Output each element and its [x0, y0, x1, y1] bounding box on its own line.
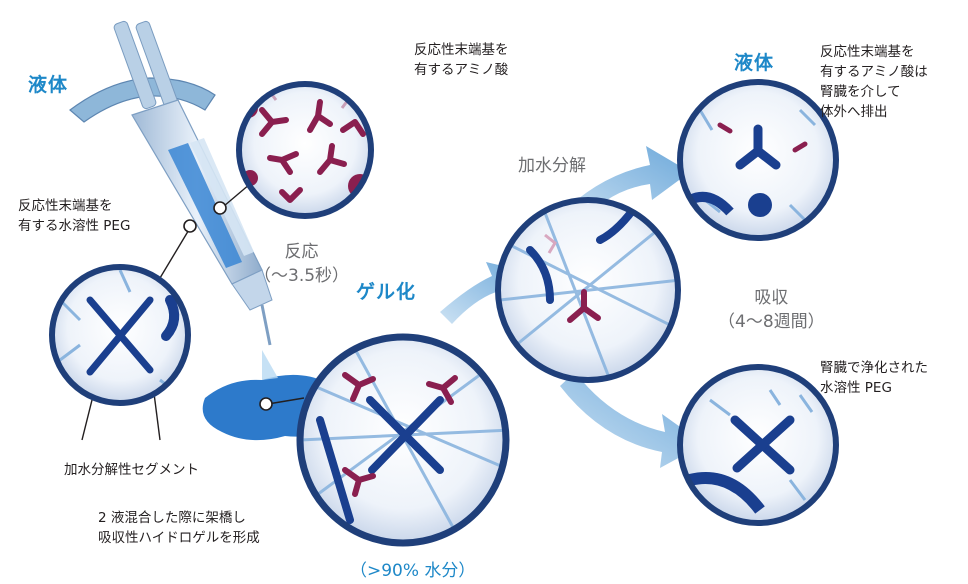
- circle-liquid-amino: [677, 79, 839, 241]
- circle-gel-network: [296, 333, 510, 547]
- marker-peg: [183, 219, 197, 233]
- label-hydrolysis: 加水分解: [518, 156, 586, 176]
- circle-purified-peg: [677, 364, 839, 526]
- syringe: [69, 20, 273, 346]
- label-absorption: 吸収 （4～8週間）: [718, 288, 825, 332]
- marker-gel: [259, 397, 273, 411]
- label-peg: 反応性末端基を 有する水溶性 PEG: [18, 198, 131, 234]
- circle-amino-acid: [236, 81, 374, 219]
- label-liquid-left: 液体: [28, 74, 69, 96]
- arrow-network-to-peg: [560, 372, 704, 468]
- label-hydrolyzable-segment: 加水分解性セグメント: [64, 462, 199, 478]
- label-gelation: ゲル化: [356, 281, 417, 303]
- marker-amino: [213, 201, 227, 215]
- circle-hydrolysis: [495, 197, 681, 383]
- label-crosslink-note: 2 液混合した際に架橋し 吸収性ハイドロゲルを形成: [98, 510, 260, 546]
- label-purified-peg: 腎臓で浄化された 水溶性 PEG: [820, 360, 928, 396]
- label-amino-acid: 反応性末端基を 有するアミノ酸: [414, 42, 509, 78]
- label-reaction: 反応 （～3.5秒）: [254, 242, 350, 286]
- label-water-content: （>90% 水分）: [350, 561, 476, 581]
- label-amino-excreted: 反応性末端基を 有するアミノ酸は 腎臓を介して 体外へ排出: [820, 44, 928, 120]
- label-liquid-right: 液体: [734, 52, 775, 74]
- circle-peg: [49, 264, 191, 406]
